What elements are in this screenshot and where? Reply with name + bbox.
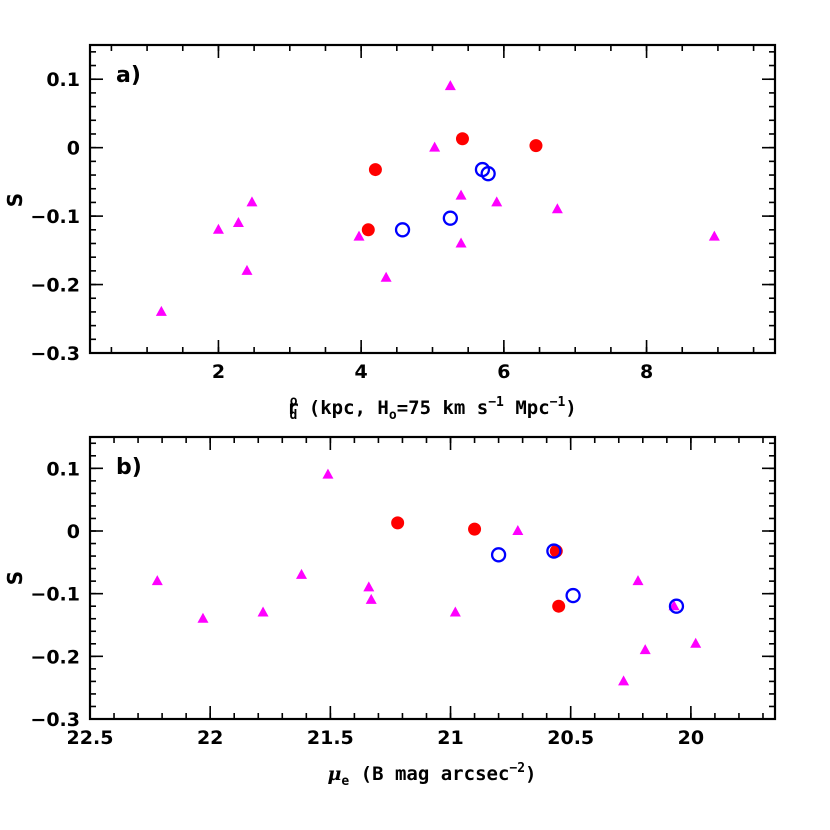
filled-circle-point	[361, 223, 375, 237]
x-tick-label: 20.5	[547, 727, 594, 749]
x-tick-label: 22	[197, 727, 223, 749]
panel-b-frame	[88, 435, 777, 721]
y-tick-label: 0	[67, 138, 80, 160]
filled-circle-point	[368, 163, 382, 177]
triangle-point	[155, 305, 167, 316]
x-tick-label: 21.5	[307, 727, 354, 749]
triangle-point	[241, 264, 253, 275]
filled-circle-point	[552, 599, 566, 613]
triangle-point	[551, 203, 563, 214]
y-tick-label: −0.3	[30, 709, 80, 731]
triangle-point	[618, 675, 630, 686]
y-tick-label: 0.1	[46, 458, 80, 480]
y-tick-label: −0.3	[30, 343, 80, 365]
panel-a-tick-labels: 2 4 6 8 0.1 0 −0.1 −0.2 −0.3	[30, 69, 653, 383]
filled-circle-point	[391, 516, 405, 530]
panel-b-points	[151, 468, 702, 686]
x-tick-label: 4	[355, 361, 368, 383]
panel-a-ylabel: S	[3, 193, 27, 207]
y-tick-label: −0.1	[30, 584, 80, 606]
triangle-point	[639, 644, 651, 655]
triangle-point	[257, 606, 269, 617]
triangle-point	[632, 575, 644, 586]
triangle-point	[380, 271, 392, 282]
open-circle-point	[668, 598, 685, 614]
triangle-point	[151, 575, 163, 586]
triangle-point	[363, 581, 375, 592]
x-tick-label: 22.5	[67, 727, 114, 749]
panel-b-ylabel: S	[3, 571, 27, 585]
triangle-point	[455, 189, 467, 200]
x-tick-label: 2	[212, 361, 225, 383]
y-tick-label: −0.2	[30, 275, 80, 297]
triangle-point	[690, 637, 702, 648]
triangle-point	[296, 568, 308, 579]
panel-b-xlabel: μe (B mag arcsec−2)	[327, 761, 536, 789]
open-circle-point	[480, 166, 496, 182]
x-tick-label: 6	[497, 361, 510, 383]
panel-b-tag: b)	[116, 455, 142, 480]
triangle-point	[708, 230, 720, 241]
triangle-point	[353, 230, 365, 241]
triangle-point	[197, 612, 209, 623]
panel-b-tick-labels: 22.5 22 21.5 21 20.5 20 0.1 0 −0.1 −0.2 −0.3	[30, 458, 704, 749]
filled-circle-point	[529, 139, 543, 153]
triangle-point	[246, 196, 258, 207]
y-tick-label: −0.1	[30, 206, 80, 228]
panel-a-points	[155, 80, 720, 316]
triangle-point	[429, 141, 441, 152]
x-tick-label: 20	[678, 727, 704, 749]
triangle-point	[232, 216, 244, 227]
triangle-point	[491, 196, 503, 207]
open-circle-point	[565, 587, 581, 604]
triangle-point	[449, 606, 461, 617]
y-tick-label: −0.2	[30, 646, 80, 668]
panel-b-ticks	[89, 437, 775, 720]
triangle-point	[444, 80, 456, 91]
filled-circle-point	[455, 132, 469, 146]
open-circle-point	[546, 543, 562, 559]
panel-a-ticks	[90, 45, 775, 354]
triangle-point	[365, 593, 377, 604]
x-tick-label: 8	[640, 361, 653, 383]
filled-circle-point	[468, 522, 482, 536]
panel-a-frame	[88, 43, 777, 355]
panel-a-tag: a)	[116, 63, 141, 88]
triangle-point	[212, 223, 224, 234]
y-tick-label: 0	[67, 521, 80, 543]
triangle-point	[512, 525, 524, 535]
triangle-point	[322, 468, 334, 479]
x-tick-label: 21	[437, 727, 463, 749]
open-circle-point	[394, 222, 411, 238]
open-circle-point	[442, 210, 458, 226]
open-circle-point	[490, 547, 507, 563]
y-tick-label: 0.1	[46, 69, 80, 91]
triangle-point	[455, 237, 467, 248]
